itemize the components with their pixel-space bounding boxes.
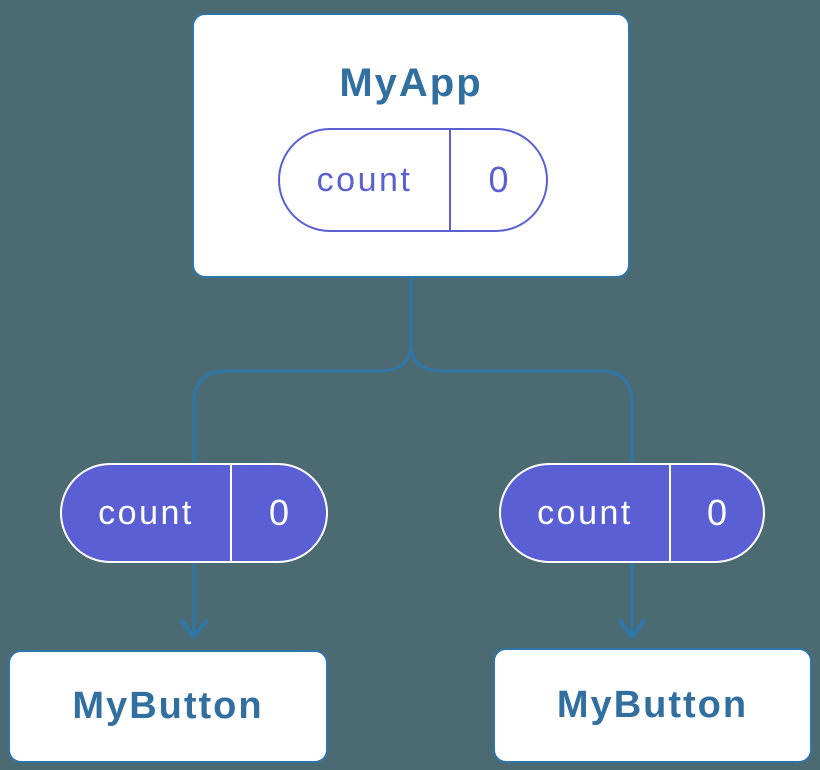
mybutton-title: MyButton bbox=[556, 684, 749, 726]
prop-value-label: 0 bbox=[706, 492, 728, 533]
prop-name-label: count bbox=[62, 465, 232, 561]
node-mybutton-left: MyButton bbox=[8, 650, 328, 763]
right-arrowhead-icon bbox=[618, 619, 646, 639]
left-branch-line bbox=[192, 342, 413, 636]
state-name-label: count bbox=[280, 130, 451, 230]
prop-name-label: count bbox=[501, 465, 671, 561]
mybutton-title: MyButton bbox=[72, 685, 264, 727]
node-myapp: MyApp count 0 bbox=[192, 13, 630, 278]
props-pill-left: count 0 bbox=[60, 463, 328, 563]
node-mybutton-right: MyButton bbox=[493, 648, 812, 763]
prop-value-label: 0 bbox=[268, 492, 290, 533]
right-branch-line bbox=[409, 342, 634, 636]
myapp-state-pill: count 0 bbox=[278, 128, 548, 232]
state-value-label: 0 bbox=[488, 159, 509, 200]
props-pill-right: count 0 bbox=[499, 463, 765, 563]
myapp-title: MyApp bbox=[339, 61, 483, 105]
left-arrowhead-icon bbox=[180, 619, 208, 639]
